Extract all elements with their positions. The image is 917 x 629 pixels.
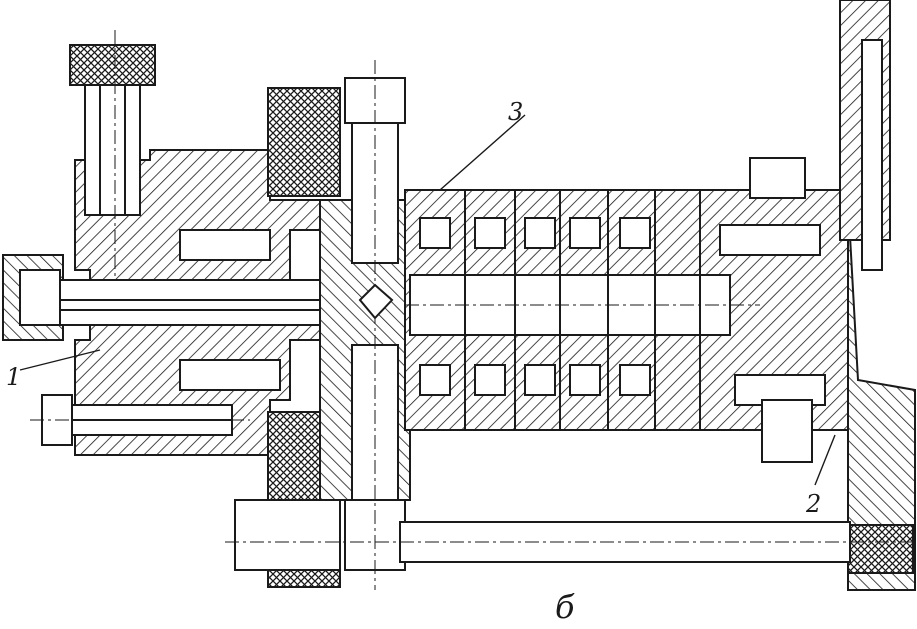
label-part-1: 1: [6, 363, 21, 391]
cylinder-sections: [419, 190, 701, 430]
label-part-2: 2: [805, 490, 821, 518]
long-pin: [59, 279, 331, 326]
top-stub: [749, 157, 806, 199]
label-part-3: 3: [508, 98, 523, 126]
upper-bolt: [69, 44, 156, 86]
top-cross-block: [267, 87, 341, 197]
bottom-stub: [761, 399, 813, 463]
label-view: б: [555, 588, 575, 626]
